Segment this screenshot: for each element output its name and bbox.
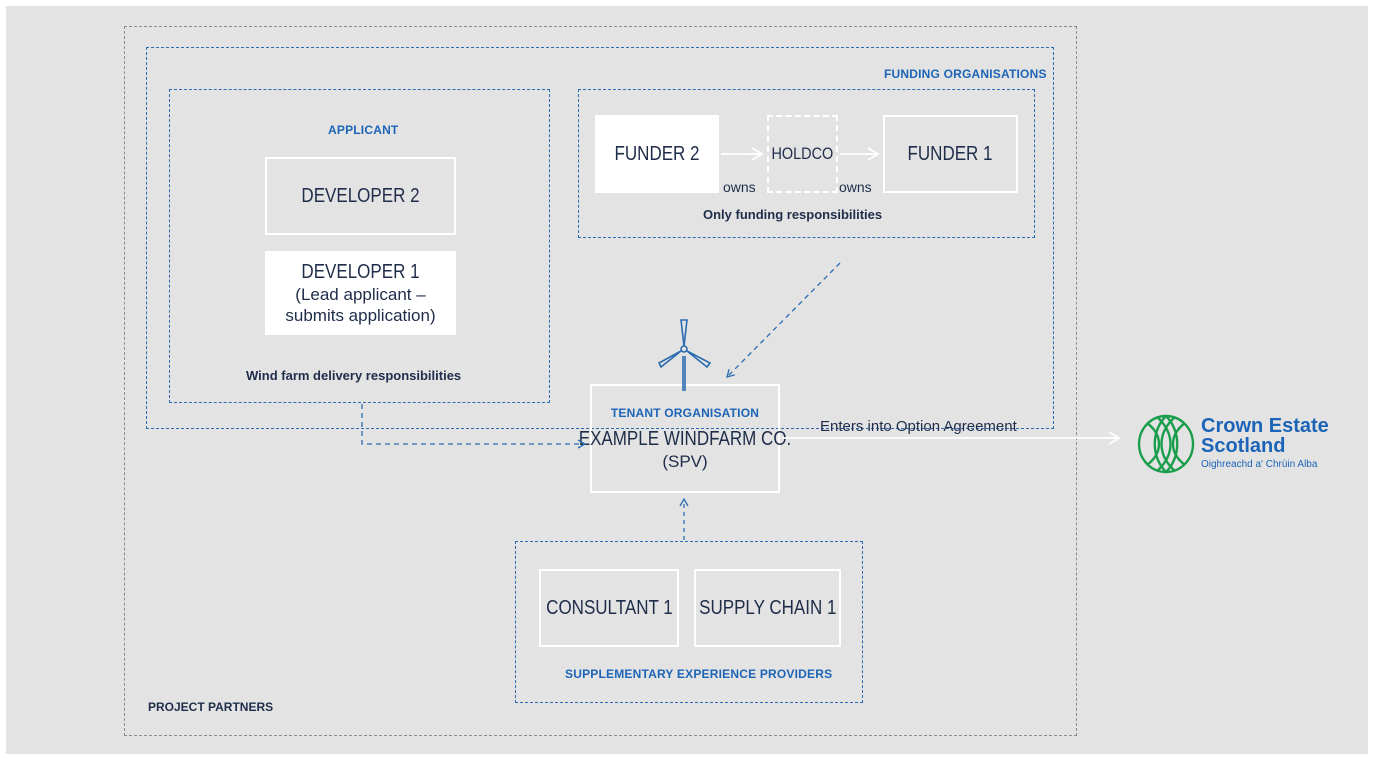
applicant-label: APPLICANT	[328, 123, 399, 137]
crown-estate-logo-icon	[1137, 414, 1195, 474]
tenant-organisation-label: TENANT ORGANISATION	[610, 405, 760, 420]
wind-farm-delivery-label: Wind farm delivery responsibilities	[246, 368, 462, 383]
supplementary-label: SUPPLEMENTARY EXPERIENCE PROVIDERS	[565, 667, 833, 681]
supply-chain-1-label: SUPPLY CHAIN 1	[698, 596, 837, 619]
developer-2-box: DEVELOPER 2	[265, 157, 456, 235]
logo-tagline: Oighreachd a' Chrùin Alba	[1201, 459, 1318, 470]
owns-label-1: owns	[723, 179, 756, 195]
connector-arrows	[361, 147, 1121, 540]
funder-1-box: FUNDER 1	[883, 115, 1018, 193]
wind-turbine-icon	[657, 319, 712, 391]
funding-organisations-label: FUNDING ORGANISATIONS	[884, 67, 1047, 81]
consultant-1-box: CONSULTANT 1	[539, 569, 679, 647]
owns-label-2: owns	[839, 179, 872, 195]
project-partners-label: PROJECT PARTNERS	[148, 700, 274, 714]
funder-2-label: FUNDER 2	[614, 142, 700, 165]
logo-line-1: Crown Estate	[1201, 415, 1329, 437]
supply-chain-1-box: SUPPLY CHAIN 1	[694, 569, 841, 647]
applicant-region	[169, 89, 550, 403]
holdco-label: HOLDCO	[771, 144, 834, 163]
project-partners-region	[124, 26, 1077, 736]
developer-2-label: DEVELOPER 2	[301, 184, 420, 207]
funding-responsibilities-region	[578, 89, 1035, 238]
holdco-box: HOLDCO	[767, 115, 838, 193]
logo-line-2: Scotland	[1201, 435, 1286, 457]
spv-label: (SPV)	[662, 451, 708, 471]
consultant-1-label: CONSULTANT 1	[545, 596, 673, 619]
funder-2-box: FUNDER 2	[595, 115, 719, 193]
developer-1-note-line2: submits application)	[285, 305, 436, 325]
arrow-applicant-tenant	[361, 404, 587, 449]
supplementary-region	[515, 541, 863, 703]
funding-organisations-region	[146, 47, 1054, 429]
developer-1-box: DEVELOPER 1 (Lead applicant – submits ap…	[265, 251, 456, 335]
diagram-canvas: PROJECT PARTNERS FUNDING ORGANISATIONS A…	[6, 6, 1368, 754]
funder-1-label: FUNDER 1	[907, 142, 993, 165]
only-funding-label: Only funding responsibilities	[703, 207, 883, 222]
example-windfarm-label: EXAMPLE WINDFARM CO.	[578, 427, 792, 450]
crown-estate-logo: Crown Estate Scotland Oighreachd a' Chrù…	[1137, 413, 1365, 475]
developer-1-label: DEVELOPER 1	[301, 260, 420, 283]
enters-option-label: Enters into Option Agreement	[820, 418, 1017, 435]
developer-1-note-line1: (Lead applicant –	[295, 284, 426, 304]
arrow-funding-tenant	[726, 262, 841, 378]
